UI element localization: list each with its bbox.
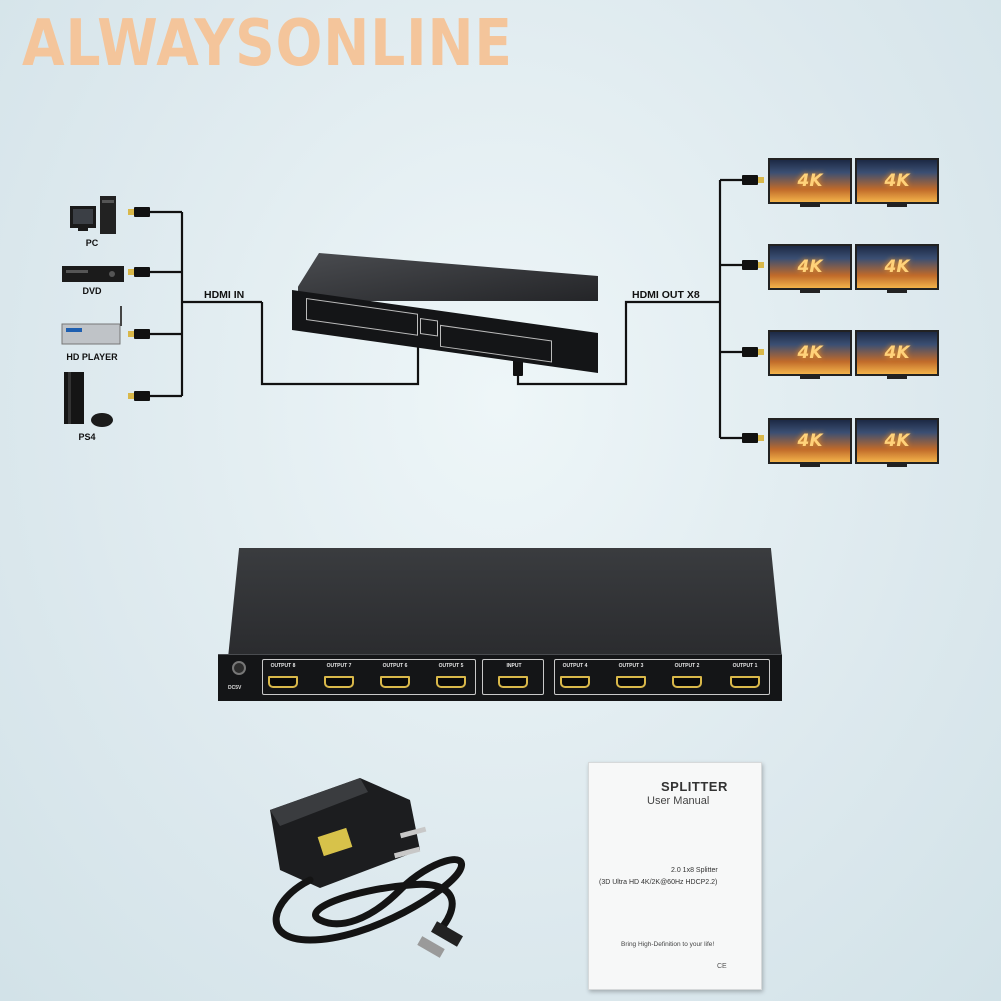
port-label-output-4: OUTPUT 4: [562, 663, 588, 669]
port-label-output-6: OUTPUT 6: [382, 663, 408, 669]
dvd-player-icon: [62, 266, 124, 282]
hdmi-port-output-7: [324, 676, 354, 688]
manual-spec: (3D Ultra HD 4K/2K@60Hz HDCP2.2): [599, 879, 718, 886]
output-group-left: OUTPUT 8 OUTPUT 7 OUTPUT 6 OUTPUT 5: [262, 659, 476, 695]
source-label-ps4: PS4: [78, 432, 96, 442]
hd-player-icon: [61, 306, 122, 345]
port-label-input: INPUT: [506, 663, 522, 669]
tv-display-5: 4K: [768, 330, 852, 376]
port-label-output-3: OUTPUT 3: [618, 663, 644, 669]
source-label-pc: PC: [85, 238, 99, 248]
tv-display-2: 4K: [855, 158, 939, 204]
output-group-right: OUTPUT 4 OUTPUT 3 OUTPUT 2 OUTPUT 1: [554, 659, 770, 695]
tv-display-4: 4K: [855, 244, 939, 290]
tv-display-3: 4K: [768, 244, 852, 290]
tv-display-8: 4K: [855, 418, 939, 464]
pc-icon: [70, 196, 116, 234]
manual-model: 2.0 1x8 Splitter: [671, 867, 718, 874]
port-label-output-2: OUTPUT 2: [674, 663, 700, 669]
hdmi-port-output-6: [380, 676, 410, 688]
tv-display-6: 4K: [855, 330, 939, 376]
dc-label: DC5V: [228, 685, 242, 691]
dc-power-jack: [232, 661, 246, 675]
source-label-dvd: DVD: [82, 286, 102, 296]
hdmi-port-output-4: [560, 676, 590, 688]
hdmi-port-output-1: [730, 676, 760, 688]
ps4-console-icon: [64, 372, 113, 427]
hdmi-out-label: HDMI OUT X8: [632, 289, 700, 301]
splitter-front-panel: DC5V OUTPUT 8 OUTPUT 7 OUTPUT 6 OUTPUT 5…: [218, 654, 782, 701]
hdmi-port-output-3: [616, 676, 646, 688]
port-label-output-1: OUTPUT 1: [732, 663, 758, 669]
hdmi-port-output-8: [268, 676, 298, 688]
hdmi-port-input: [498, 676, 528, 688]
brand-logo: ALWAYSONLINE: [22, 7, 513, 81]
manual-tagline: Bring High-Definition to your life!: [621, 941, 715, 948]
manual-cert-marks: CE: [717, 963, 727, 970]
power-adapter-icon: [270, 778, 465, 958]
input-group: INPUT: [482, 659, 544, 695]
port-label-output-8: OUTPUT 8: [270, 663, 296, 669]
port-label-output-5: OUTPUT 5: [438, 663, 464, 669]
tv-display-7: 4K: [768, 418, 852, 464]
manual-title: SPLITTER: [661, 779, 728, 794]
port-label-output-7: OUTPUT 7: [326, 663, 352, 669]
user-manual: SPLITTER User Manual 2.0 1x8 Splitter (3…: [588, 762, 762, 990]
splitter-unit-top: [228, 548, 782, 658]
hdmi-in-label: HDMI IN: [204, 289, 245, 301]
source-label-hd-player: HD PLAYER: [66, 352, 118, 362]
tv-display-1: 4K: [768, 158, 852, 204]
hdmi-port-output-2: [672, 676, 702, 688]
hdmi-port-output-5: [436, 676, 466, 688]
manual-subtitle: User Manual: [647, 795, 710, 807]
